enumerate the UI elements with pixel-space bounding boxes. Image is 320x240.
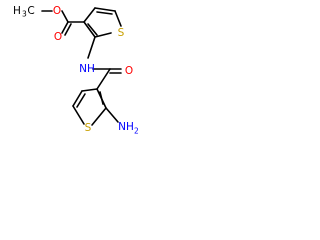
amino-nh: NH [118, 121, 134, 133]
bond [96, 11, 113, 15]
bond [87, 36, 96, 59]
bond [72, 90, 83, 107]
bond [105, 107, 119, 123]
bonds [41, 7, 122, 126]
amide-nh: NH [79, 63, 95, 75]
bond [64, 23, 72, 36]
bond [96, 68, 111, 90]
methyl-subscript: 3 [22, 10, 27, 19]
bond [94, 7, 116, 12]
bond [81, 88, 98, 92]
methyl-label: H [13, 5, 21, 17]
ester-oxygen-single: O [53, 5, 61, 17]
amide-oxygen: O [125, 65, 133, 77]
atom-labels: H 3 C O O S NH O S NH 2 [13, 5, 139, 136]
bond [87, 23, 98, 36]
bond [114, 10, 122, 27]
sulfur-bottom: S [85, 122, 92, 134]
bond [94, 32, 112, 38]
bond [83, 21, 96, 38]
bond [76, 93, 86, 108]
bond [99, 91, 104, 105]
molecule-structure: H 3 C O O S NH O S NH 2 [13, 5, 139, 136]
bond [72, 105, 85, 125]
methyl-carbon-label: C [27, 5, 34, 17]
bond [61, 10, 69, 23]
amino-subscript: 2 [134, 127, 139, 136]
sulfur-top: S [118, 27, 125, 39]
ester-oxygen-double: O [54, 31, 62, 43]
bond [91, 107, 107, 126]
bond [83, 7, 96, 23]
bond [61, 21, 69, 34]
